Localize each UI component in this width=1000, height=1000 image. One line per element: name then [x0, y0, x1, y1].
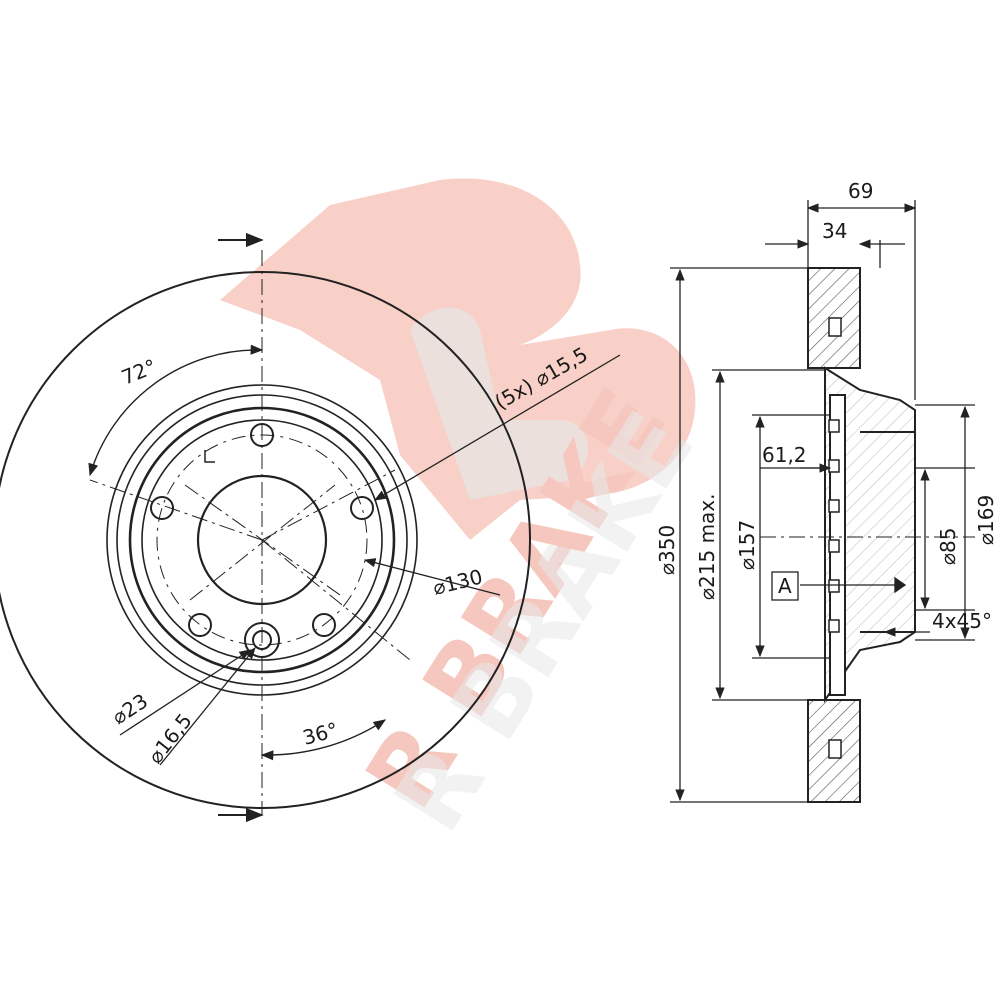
side-view [760, 267, 975, 803]
bolt-hole [188, 613, 212, 637]
front-view [0, 232, 621, 823]
datum-label: A [778, 574, 792, 598]
vent-channels [828, 317, 842, 759]
watermark-logo: R BRAKE R BRAKE [220, 178, 716, 850]
datum-box [771, 571, 799, 601]
bolt-hole [150, 496, 174, 520]
leader-inner-hole [159, 647, 256, 766]
bolt-hole [350, 496, 374, 520]
dim-34-label: 34 [822, 219, 847, 243]
logo-r-shape-gray [410, 307, 589, 500]
dim-chamfer-label: 4x45° [932, 609, 992, 633]
dim-157-label: ⌀157 [735, 520, 759, 570]
dim-350-label: ⌀350 [655, 525, 679, 575]
dim-215-label: ⌀215 max. [695, 493, 719, 600]
dim-85-label: ⌀85 [936, 528, 960, 566]
outer-hole-label: ⌀23 [108, 689, 153, 730]
leader-bolt-circle [363, 558, 501, 596]
datum-arrow [894, 576, 907, 594]
angle-36-arc [260, 719, 387, 761]
side-view-dimensions [670, 200, 975, 803]
bolt-hole [312, 613, 336, 637]
side-view-labels: 69 34 ⌀350 ⌀215 max. ⌀157 61,2 A ⌀85 ⌀16… [655, 179, 998, 633]
leader-outer-hole [119, 649, 251, 736]
leader-bolt-holes [373, 354, 621, 501]
dim-169-label: ⌀169 [974, 495, 998, 545]
marking-symbol [204, 450, 215, 463]
dim-69-label: 69 [848, 179, 873, 203]
inner-hole-label: ⌀16,5 [143, 709, 197, 768]
angle-72-arc [88, 344, 264, 477]
dim-61-label: 61,2 [762, 443, 807, 467]
